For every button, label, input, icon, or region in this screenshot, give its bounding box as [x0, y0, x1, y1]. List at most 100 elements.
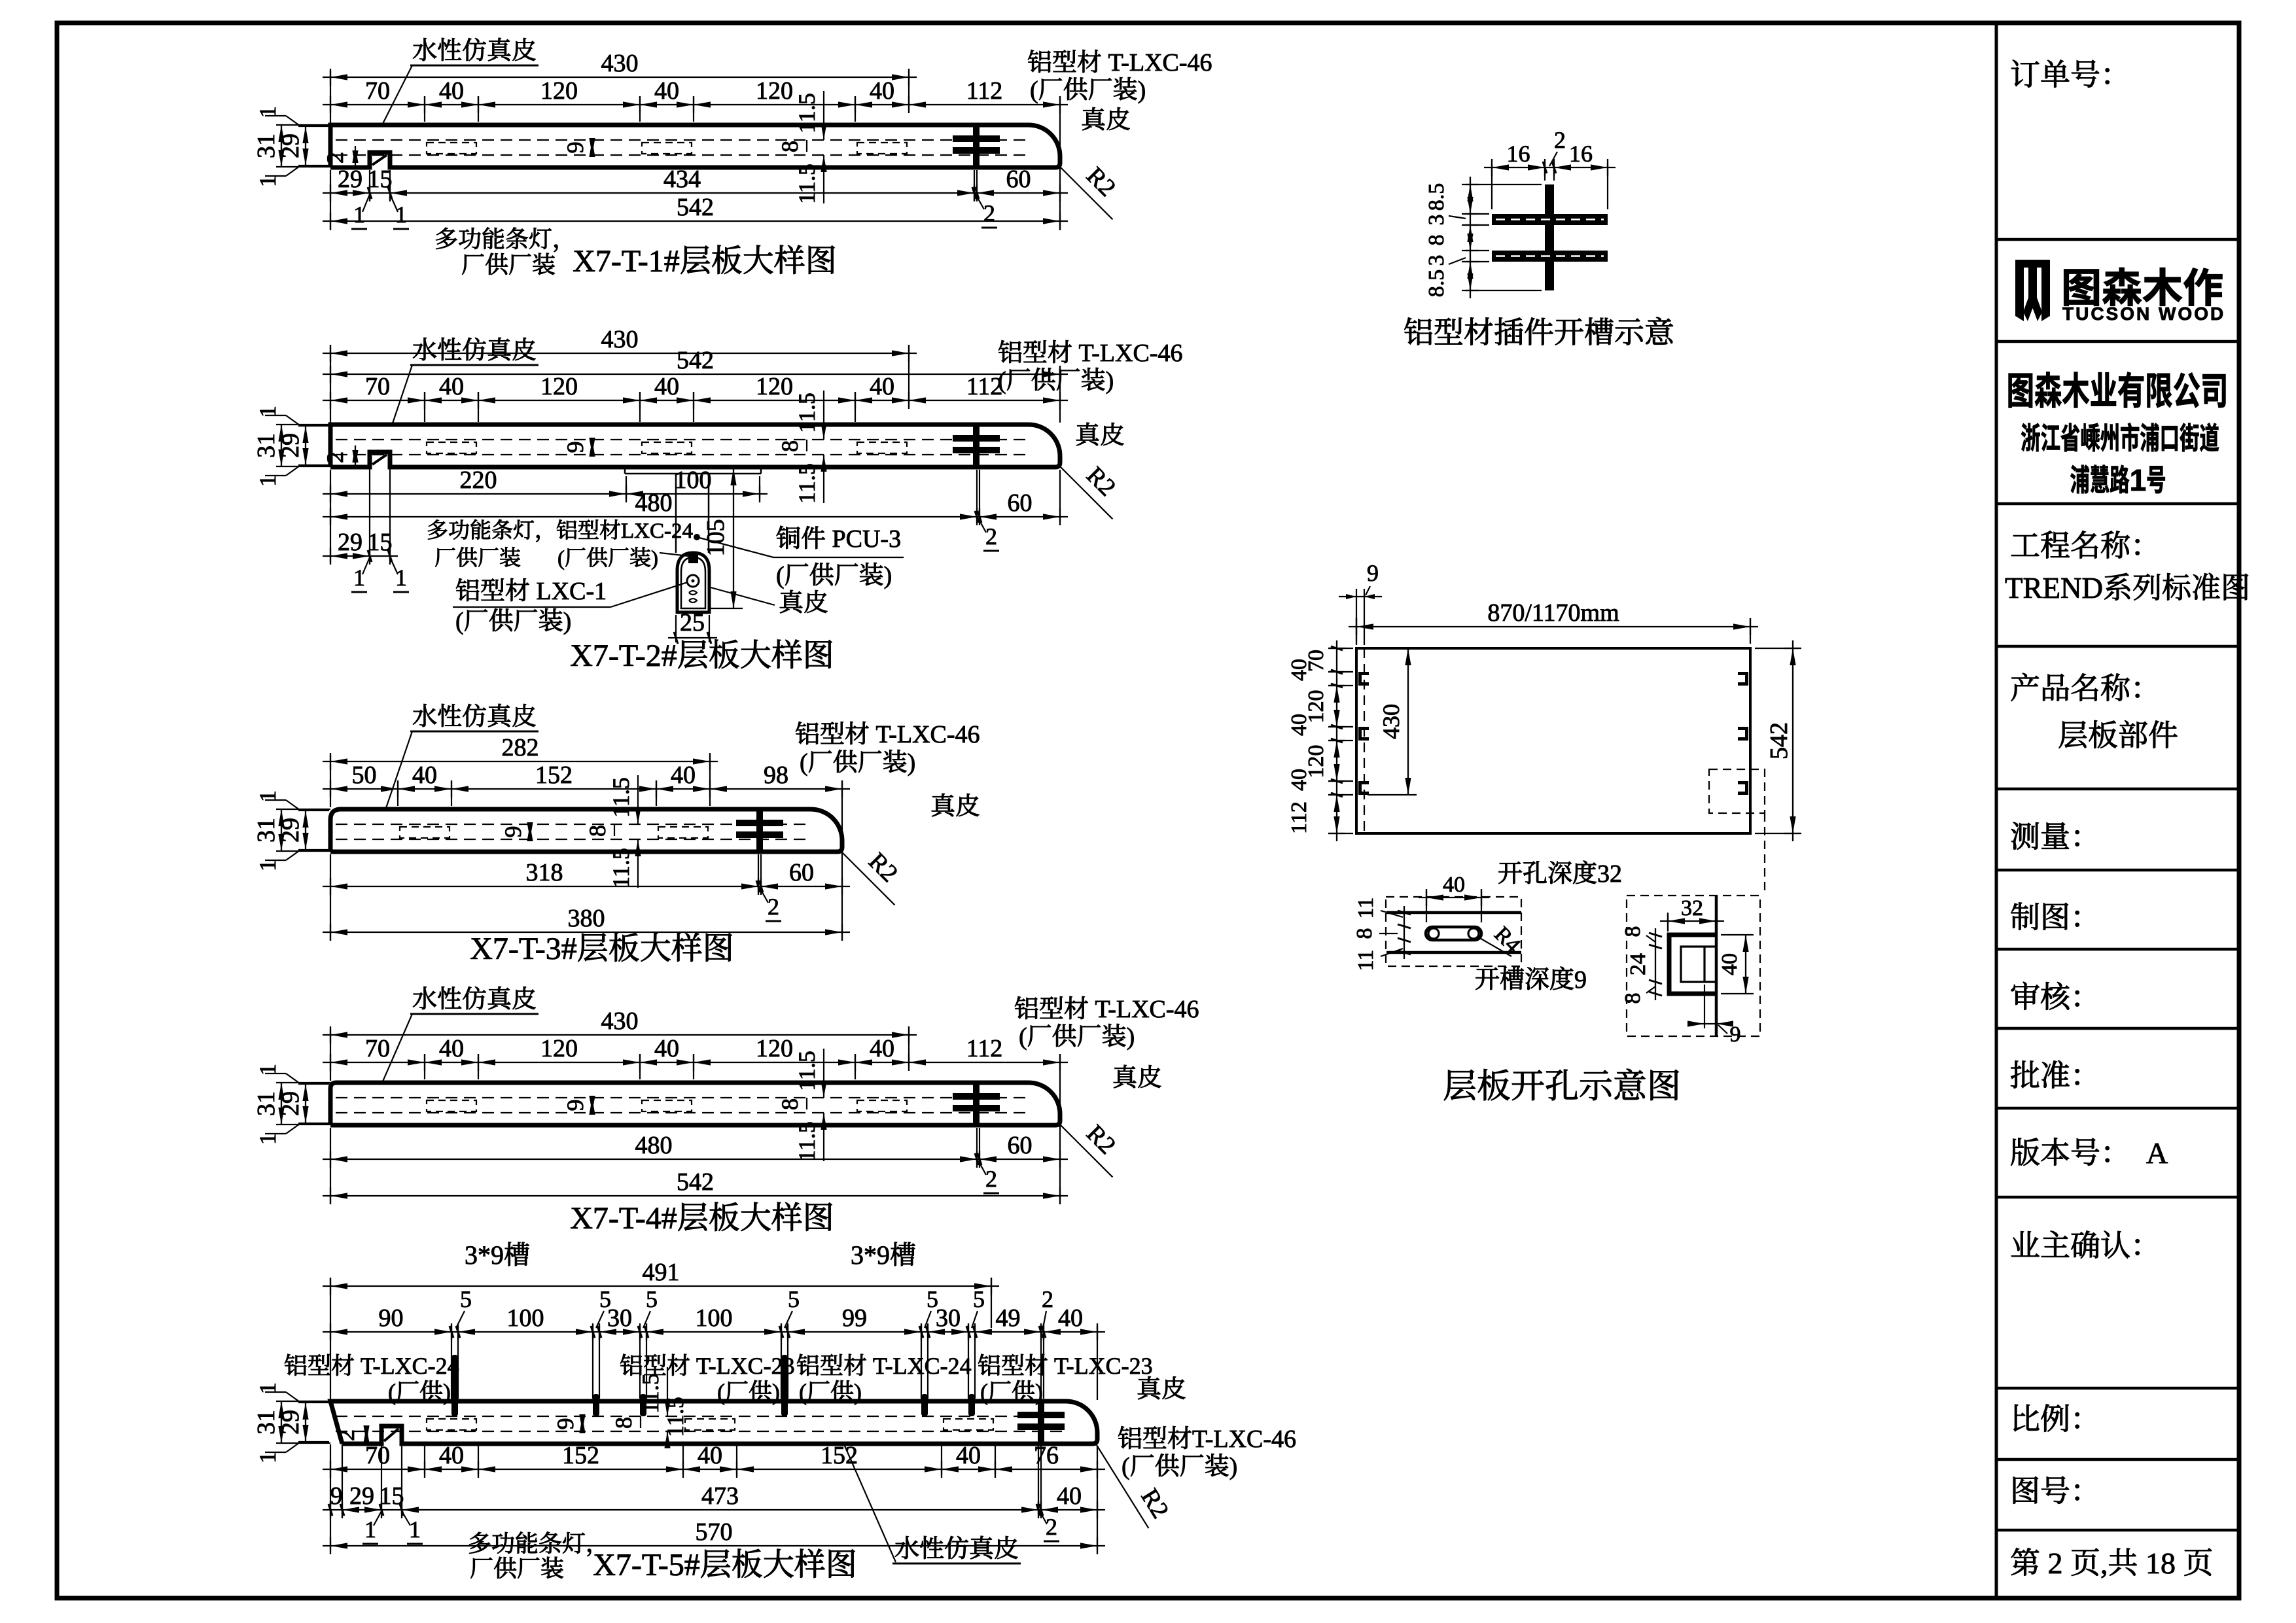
dim-label: 9 — [562, 441, 589, 453]
dim-arrow — [623, 397, 640, 404]
glyph — [2040, 530, 2070, 559]
leader-line — [710, 586, 775, 606]
label-text: 40 — [439, 1035, 464, 1062]
annotation — [779, 589, 828, 614]
glyph — [2135, 1238, 2140, 1255]
label-text: 40 — [439, 77, 464, 105]
label-text: X7-T-5# — [593, 1548, 700, 1582]
order-label — [2011, 59, 2110, 88]
dim-label: 25 — [680, 609, 705, 637]
glyph — [578, 519, 599, 540]
annotation — [1137, 1376, 1186, 1400]
dim-arrow — [694, 1059, 711, 1066]
annotation: () — [800, 749, 916, 777]
label-text: 24 — [1626, 953, 1650, 975]
label-text: 491 — [643, 1259, 680, 1286]
glyph — [2147, 465, 2166, 494]
glyph — [773, 245, 805, 275]
line — [327, 1503, 334, 1516]
glyph — [1023, 340, 1047, 363]
dim-arrow — [1492, 164, 1509, 171]
glyph — [1063, 77, 1088, 101]
owner-label — [2011, 1230, 2140, 1259]
glyph — [1475, 967, 1500, 990]
company-name — [2008, 372, 2226, 409]
glyph — [1545, 1069, 1578, 1101]
glyph — [1038, 77, 1063, 101]
label-text: T-LXC-46 — [1095, 996, 1199, 1023]
label-text: 5 — [973, 1286, 985, 1312]
dim-label: 31 — [253, 1091, 281, 1117]
rect — [1358, 781, 1369, 784]
dim-arrow — [408, 397, 425, 404]
board-outline — [328, 807, 845, 854]
dim-arrow — [363, 1425, 370, 1442]
dim-label: 2 — [322, 152, 349, 164]
label-text: 40 — [439, 1442, 464, 1469]
glyph — [808, 245, 836, 275]
rect — [1424, 925, 1483, 942]
glyph — [779, 589, 803, 614]
glyph — [1645, 317, 1674, 345]
glyph — [749, 1380, 772, 1403]
dim-arrow — [761, 883, 778, 890]
profile-tick-tall — [781, 1355, 788, 1416]
label-text: 120 — [1304, 690, 1328, 724]
glyph — [437, 703, 462, 727]
glyph — [830, 1380, 854, 1403]
dim-label: 99 — [842, 1304, 868, 1333]
line — [371, 154, 388, 166]
label-text: 60 — [1008, 489, 1033, 517]
dim-arrow — [302, 1084, 309, 1101]
dim-label: 430 — [1378, 704, 1405, 740]
glyph — [586, 546, 608, 568]
dim-arrow — [461, 397, 478, 404]
label-text: 60 — [789, 859, 814, 886]
rect — [1358, 682, 1369, 686]
glyph — [1404, 317, 1433, 346]
dim-arrow — [278, 125, 285, 142]
line — [1330, 669, 1343, 675]
label-text: 1 — [255, 790, 281, 802]
line — [755, 880, 762, 893]
label-text: ( — [557, 547, 565, 570]
dim-arrow — [278, 1083, 285, 1100]
slot-schematic — [1448, 151, 1616, 298]
leader-line — [389, 557, 398, 575]
dim-arrow — [892, 1059, 909, 1066]
dim-label: 8.5 — [1424, 183, 1449, 211]
dim-arrow — [909, 1059, 926, 1066]
dim-label: 60 — [1006, 166, 1031, 194]
leader-line — [389, 194, 399, 213]
dim-arrow — [1043, 101, 1060, 108]
glyph — [2140, 423, 2159, 452]
rect — [1745, 727, 1748, 741]
label-text: 29 — [277, 1091, 304, 1116]
glyph — [2040, 981, 2070, 1011]
annotation — [434, 546, 521, 568]
label-text: PCU-3 — [832, 525, 902, 553]
label-text: 40 — [1287, 714, 1311, 736]
label-text: 11.5 — [794, 393, 820, 433]
label-text: ( — [776, 562, 785, 589]
dim-label: 40 — [671, 761, 696, 790]
dim-label: 16 — [1506, 141, 1530, 167]
line — [673, 631, 679, 644]
glyph — [845, 721, 870, 745]
label-text: ( — [1019, 1023, 1027, 1051]
dim-label: 30 — [607, 1304, 633, 1333]
glyph — [944, 1535, 969, 1560]
glyph — [2075, 1484, 2080, 1501]
dim-arrow — [1528, 164, 1545, 171]
glyph — [2132, 573, 2161, 601]
label-text: 40 — [671, 761, 696, 789]
glyph — [2040, 1137, 2070, 1166]
dim-label: 30 — [936, 1304, 961, 1333]
glyph — [1113, 1064, 1137, 1089]
label-text: , — [2100, 1546, 2108, 1580]
dim-arrow — [1668, 918, 1685, 924]
annotation — [892, 1535, 1021, 1565]
glyph — [493, 1556, 517, 1579]
dim-label: 1 — [393, 565, 409, 593]
